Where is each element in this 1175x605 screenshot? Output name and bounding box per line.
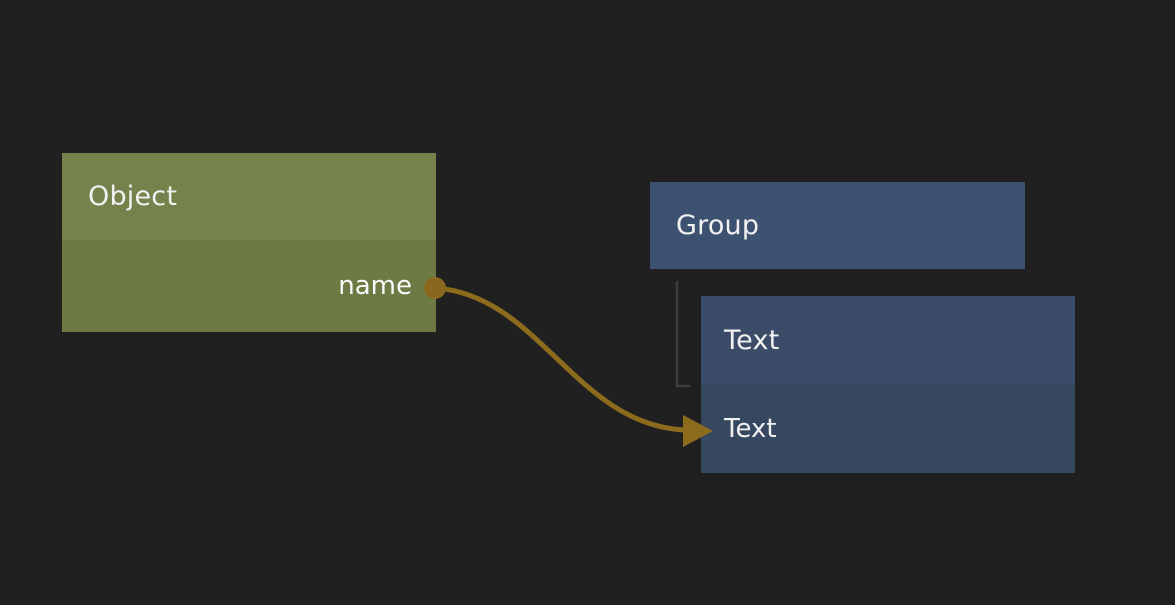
connection-wire[interactable] xyxy=(433,285,687,433)
object-node-title: Object xyxy=(88,181,178,212)
object-node[interactable]: Object name xyxy=(62,153,436,332)
group-node-header: Group xyxy=(650,182,1025,269)
text-node-header: Text xyxy=(701,296,1075,384)
tree-connector-line xyxy=(675,281,690,388)
text-node-title: Text xyxy=(724,324,780,356)
text-node-body: Text xyxy=(701,384,1075,473)
group-node[interactable]: Group xyxy=(650,182,1025,269)
object-node-header: Object xyxy=(62,153,436,240)
group-node-title: Group xyxy=(676,210,760,241)
text-node[interactable]: Text Text xyxy=(701,296,1075,473)
output-port-row: name xyxy=(62,271,436,301)
text-node-row-label: Text xyxy=(724,413,777,444)
output-port-icon[interactable] xyxy=(424,277,446,299)
object-node-body: name xyxy=(62,240,436,332)
output-port-label: name xyxy=(338,271,412,301)
